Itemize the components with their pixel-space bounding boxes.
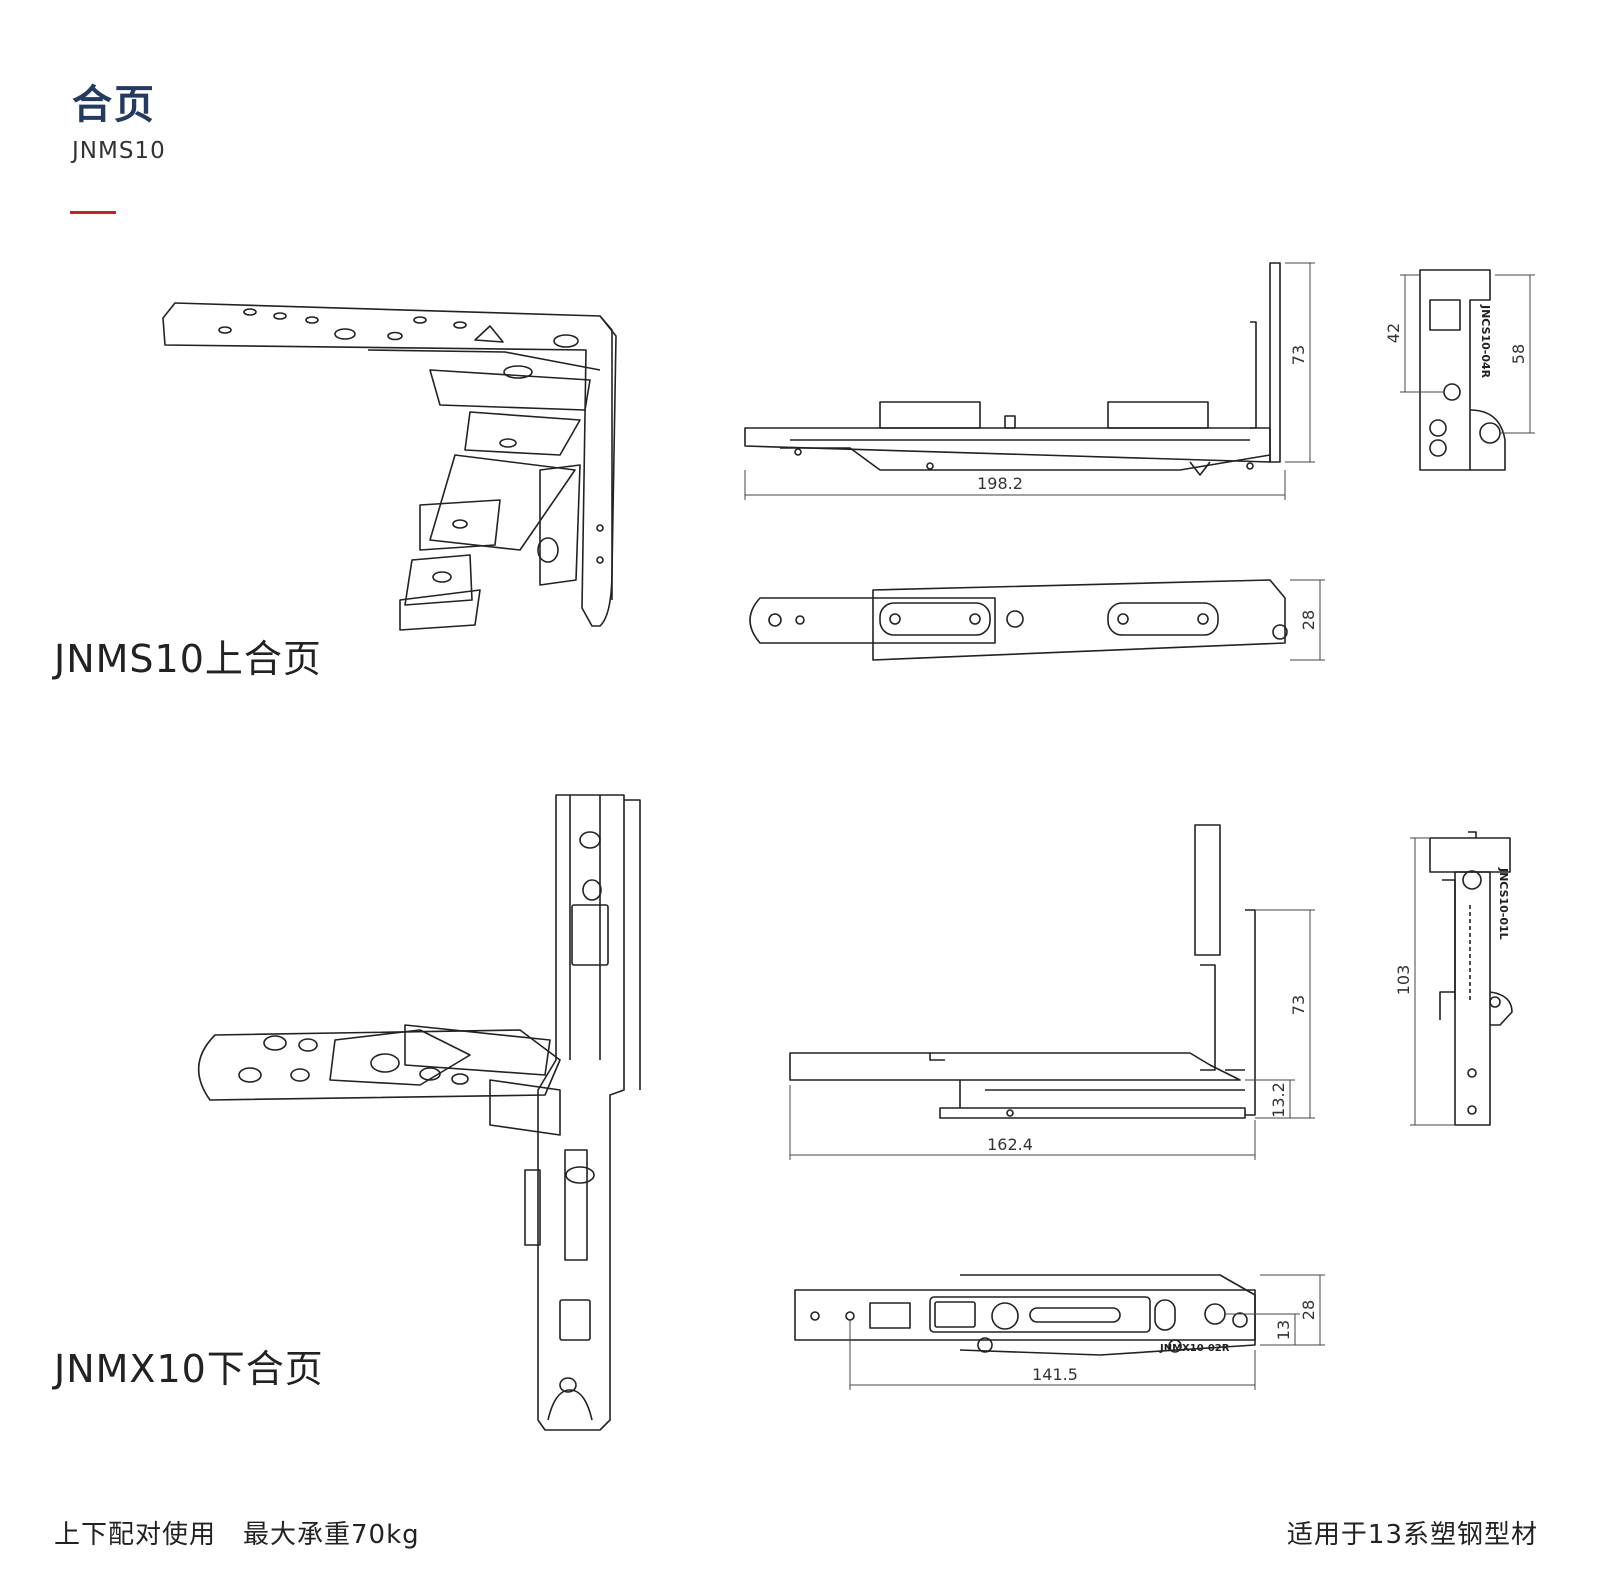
upper-hinge-top-view xyxy=(749,579,1288,661)
lower-hinge-caption: JNMX10下合页 xyxy=(54,1347,324,1391)
dim-lower-top-small: 13 xyxy=(1274,1320,1293,1340)
lower-hinge-side-view xyxy=(789,824,1256,1119)
profile-note: 适用于13系塑钢型材 xyxy=(1286,1520,1538,1550)
dim-upper-end-inner: 42 xyxy=(1384,323,1403,343)
lower-hinge-top-view xyxy=(794,1274,1256,1356)
dim-lower-side-height: 73 xyxy=(1289,995,1308,1015)
accent-divider xyxy=(70,211,116,214)
dim-upper-side-height: 73 xyxy=(1289,345,1308,365)
upper-end-stamp: JNCS10-04R xyxy=(1479,304,1492,379)
usage-note: 上下配对使用 最大承重70kg xyxy=(54,1520,420,1550)
dim-upper-top-height: 28 xyxy=(1299,610,1318,630)
dim-lower-end-height: 103 xyxy=(1394,965,1413,996)
dim-lower-top-height: 28 xyxy=(1299,1300,1318,1320)
lower-top-stamp: JNMX10-02R xyxy=(1159,1343,1230,1354)
upper-hinge-caption: JNMS10上合页 xyxy=(54,637,322,681)
dim-lower-side-width: 162.4 xyxy=(987,1135,1033,1154)
dim-lower-top-width: 141.5 xyxy=(1032,1365,1078,1384)
lower-hinge-end-view xyxy=(1429,831,1513,1126)
dim-upper-end-outer: 58 xyxy=(1509,344,1528,364)
lower-end-stamp: JNCS10-01L xyxy=(1497,867,1510,940)
dim-upper-side-width: 198.2 xyxy=(977,474,1023,493)
upper-hinge-side-view xyxy=(744,262,1281,476)
product-code: JNMS10 xyxy=(72,138,166,164)
lower-hinge-isometric xyxy=(197,794,641,1431)
dim-lower-side-small: 13.2 xyxy=(1269,1082,1288,1118)
page-title: 合页 xyxy=(72,82,156,128)
upper-hinge-isometric xyxy=(162,302,617,631)
